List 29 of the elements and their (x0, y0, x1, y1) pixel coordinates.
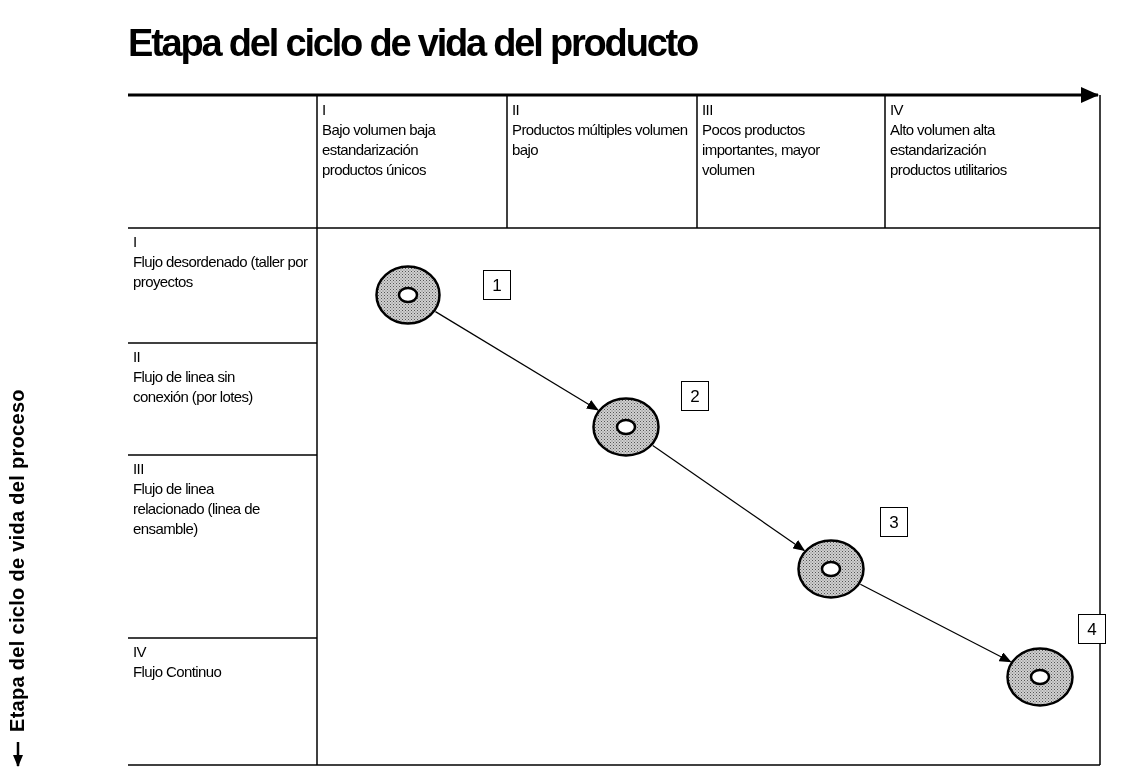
donut-marker (592, 397, 660, 457)
number-box: 3 (880, 507, 908, 537)
column-header-numeral: III (702, 100, 714, 120)
row-header-text: Flujo de linea relacionado (linea de ensamble) (133, 479, 261, 539)
title: Etapa del ciclo de vida del producto (128, 22, 698, 65)
donut-marker (1006, 647, 1074, 707)
row-header-numeral: III (133, 459, 145, 479)
arrow (652, 444, 806, 552)
axis-title: Etapa del ciclo de vida del proceso (6, 389, 29, 732)
donut-marker (375, 265, 441, 325)
number-box: 4 (1078, 614, 1106, 644)
arrow (434, 311, 599, 411)
row-header-text: Flujo desordenado (taller por proyectos (133, 252, 309, 292)
row-header-text: Flujo de linea sin conexión (por lotes) (133, 367, 254, 407)
number-box: 2 (681, 381, 709, 411)
column-header-text: Alto volumen alta estandarización productos utilitarios (890, 120, 1008, 180)
row-header-text: Flujo Continuo (133, 662, 223, 682)
column-header-numeral: I (322, 100, 327, 120)
number-box: 1 (483, 270, 511, 300)
row-header-numeral: IV (133, 642, 148, 662)
donut-marker (797, 539, 865, 599)
column-header-text: Bajo volumen baja estandarización productos únicos (322, 120, 437, 180)
column-header-numeral: IV (890, 100, 905, 120)
column-header-text: Pocos productos importantes, mayor volumen (702, 120, 821, 180)
column-header-numeral: II (512, 100, 521, 120)
arrow (859, 583, 1012, 663)
row-header-numeral: I (133, 232, 138, 252)
column-header-text: Productos múltiples volumen bajo (512, 120, 689, 160)
row-header-numeral: II (133, 347, 142, 367)
